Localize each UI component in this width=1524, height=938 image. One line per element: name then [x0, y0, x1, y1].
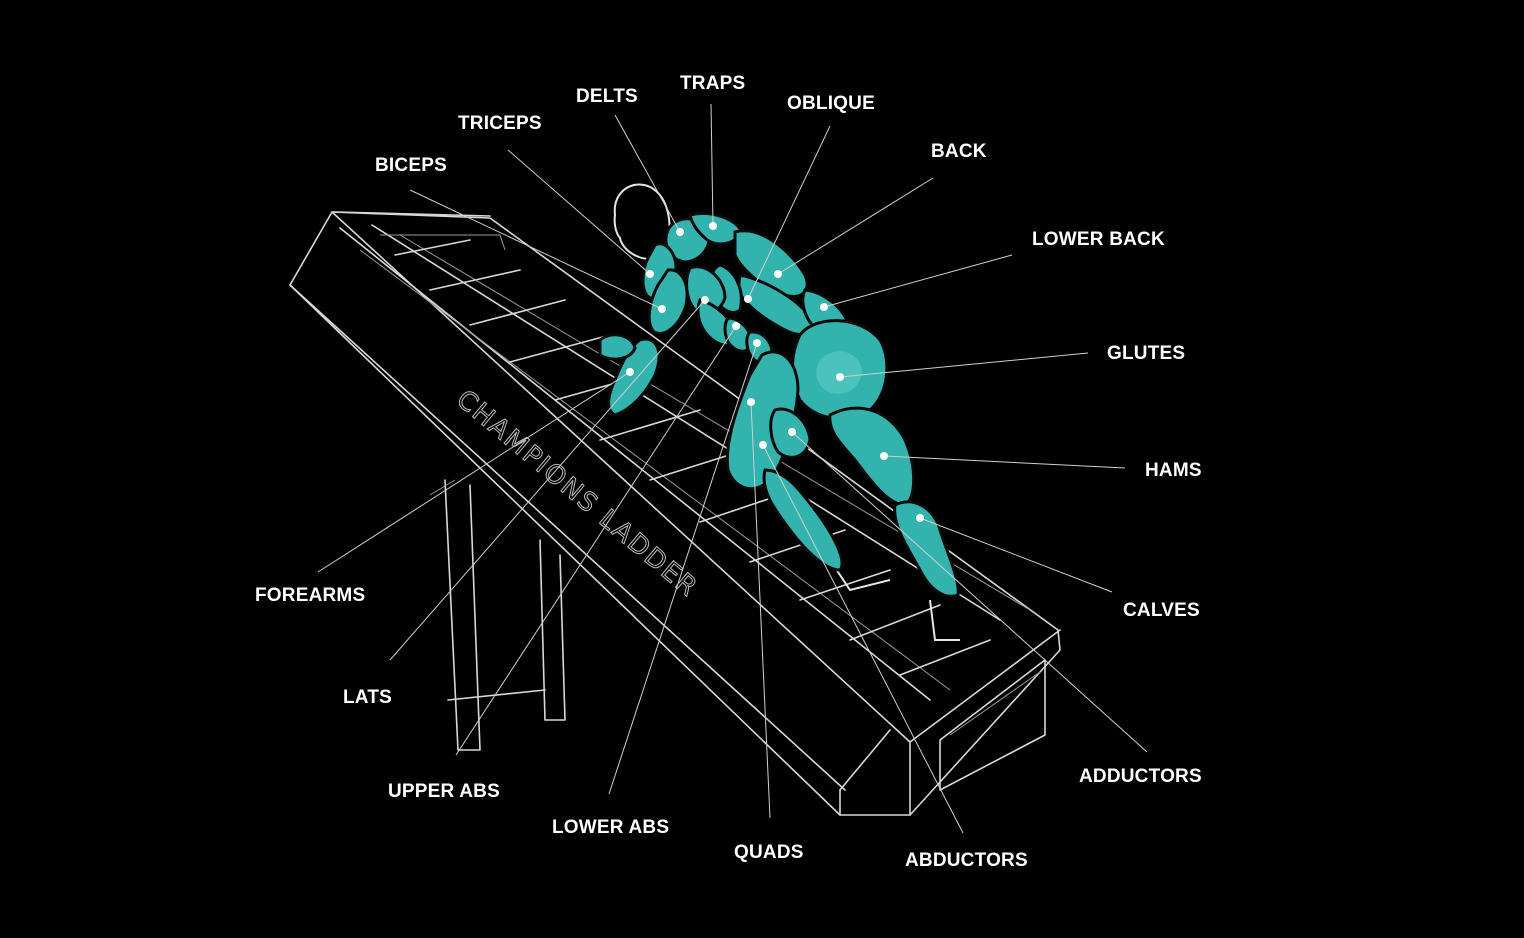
label-delts: DELTS: [576, 86, 638, 107]
label-calves: CALVES: [1123, 600, 1200, 621]
label-hams: HAMS: [1145, 460, 1202, 481]
hand-shape: [598, 333, 637, 361]
forearms-dot: [626, 368, 634, 376]
upper-abs-shape: [723, 316, 754, 353]
calves-shape: [893, 500, 960, 598]
label-lower-back: LOWER BACK: [1032, 229, 1165, 250]
lats-dot: [701, 296, 709, 304]
athlete-figure: [598, 183, 960, 641]
label-abductors: ABDUCTORS: [905, 850, 1028, 871]
lower-back-dot: [820, 303, 828, 311]
label-adductors: ADDUCTORS: [1079, 766, 1202, 787]
oblique-dot: [744, 295, 752, 303]
glutes-dot: [836, 373, 844, 381]
adductors-dot: [788, 428, 796, 436]
label-triceps: TRICEPS: [458, 113, 542, 134]
biceps-dot: [658, 305, 666, 313]
label-back: BACK: [931, 141, 987, 162]
label-lats: LATS: [343, 687, 392, 708]
back-dot: [774, 270, 782, 278]
upper-abs-dot: [732, 322, 740, 330]
label-forearms: FOREARMS: [255, 585, 365, 606]
biceps-shape: [647, 268, 689, 335]
label-upper-abs: UPPER ABS: [388, 781, 500, 802]
lower-abs-dot: [753, 339, 761, 347]
triceps-dot: [646, 270, 654, 278]
label-quads: QUADS: [734, 842, 804, 863]
muscle-markers: [626, 222, 924, 522]
delts-dot: [676, 228, 684, 236]
abductors-dot: [759, 441, 767, 449]
leader-lines: [317, 103, 1148, 834]
shin-shape: [762, 468, 844, 572]
calves-dot: [916, 514, 924, 522]
label-glutes: GLUTES: [1107, 343, 1185, 364]
traps-dot: [709, 222, 717, 230]
quads-dot: [747, 398, 755, 406]
label-oblique: OBLIQUE: [787, 93, 875, 114]
label-lower-abs: LOWER ABS: [552, 817, 669, 838]
label-traps: TRAPS: [680, 73, 745, 94]
muscle-labels: DELTS TRAPS TRICEPS OBLIQUE BICEPS BACK …: [255, 73, 1202, 871]
traps-shape: [688, 212, 744, 246]
hams-dot: [880, 452, 888, 460]
label-biceps: BICEPS: [375, 155, 447, 176]
